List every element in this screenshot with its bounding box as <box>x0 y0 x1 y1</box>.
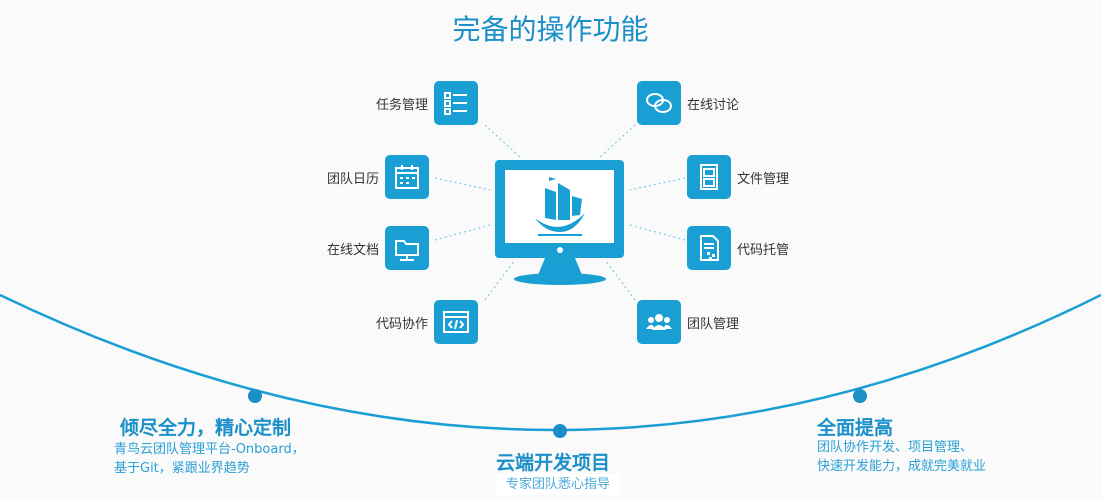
chat-icon <box>637 81 681 125</box>
milestone-description: 青鸟云团队管理平台-Onboard， 基于Git，紧跟业界趋势 <box>114 440 305 478</box>
feature-code-collaboration: 代码协作 <box>376 300 479 344</box>
feature-online-discussion: 在线讨论 <box>637 81 739 125</box>
description-line: 青鸟云团队管理平台-Onboard， <box>114 442 305 457</box>
task-list-icon <box>434 81 479 125</box>
calendar-icon <box>385 155 430 199</box>
feature-label: 团队日历 <box>327 171 380 187</box>
feature-label: 在线讨论 <box>687 97 740 113</box>
feature-team-management: 团队管理 <box>637 300 739 344</box>
feature-online-docs: 在线文档 <box>327 226 430 270</box>
file-cabinet-icon <box>687 155 731 199</box>
description-line: 专家团队悉心指导 <box>506 477 611 492</box>
feature-label: 任务管理 <box>376 97 429 113</box>
milestone-heading: 云端开发项目 <box>496 452 611 474</box>
feature-label: 代码托管 <box>737 242 790 258</box>
feature-label: 代码协作 <box>376 316 429 332</box>
folder-icon <box>385 226 430 270</box>
feature-label: 文件管理 <box>737 171 790 187</box>
description-line: 快速开发能力，成就完美就业 <box>817 459 987 474</box>
code-file-icon <box>687 226 731 270</box>
milestone-description: 团队协作开发、项目管理、 快速开发能力，成就完美就业 <box>817 438 986 476</box>
milestone-dot <box>553 424 567 438</box>
description-line: 基于Git，紧跟业界趋势 <box>114 461 250 476</box>
milestone-description: 专家团队悉心指导 <box>496 474 621 495</box>
feature-label: 在线文档 <box>327 242 380 258</box>
feature-code-hosting: 代码托管 <box>687 226 789 270</box>
feature-team-calendar: 团队日历 <box>327 155 430 199</box>
milestone-dot <box>248 389 262 403</box>
code-window-icon <box>434 300 479 344</box>
feature-task-management: 任务管理 <box>376 81 479 125</box>
milestone-heading: 全面提高 <box>817 417 894 439</box>
page-title: 完备的操作功能 <box>452 13 649 46</box>
team-icon <box>637 300 681 344</box>
description-line: 团队协作开发、项目管理、 <box>817 440 974 455</box>
milestone-heading: 倾尽全力，精心定制 <box>120 417 292 439</box>
feature-label: 团队管理 <box>687 316 740 332</box>
monitor-ship-icon <box>495 160 624 285</box>
feature-file-management: 文件管理 <box>687 155 789 199</box>
milestone-dot <box>853 389 867 403</box>
